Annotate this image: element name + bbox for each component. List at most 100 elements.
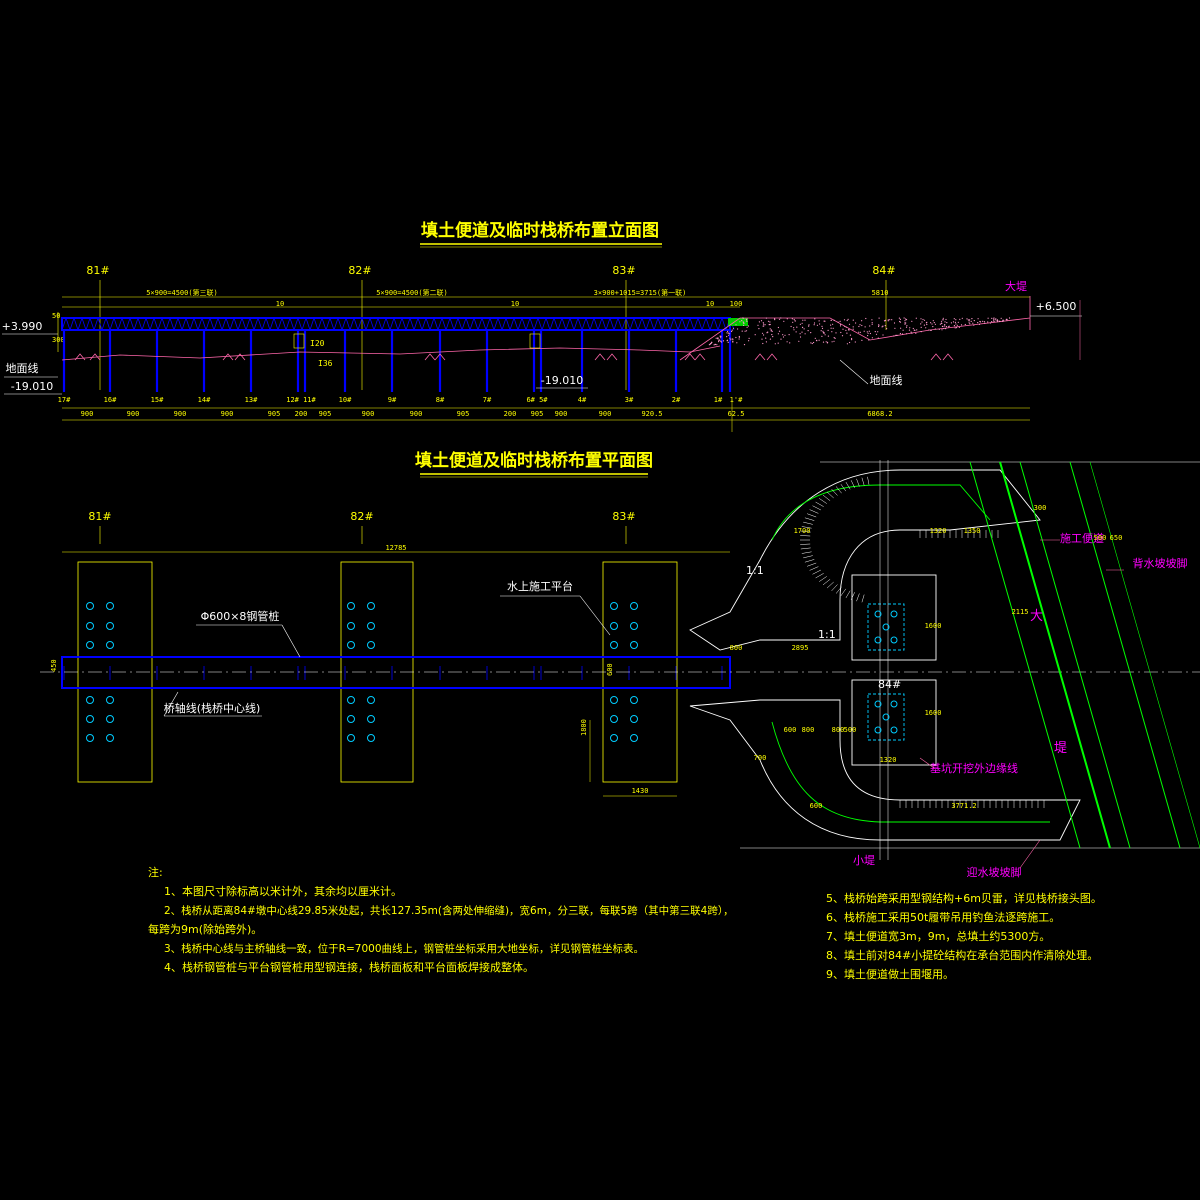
plan-dim: 300 [1034, 504, 1047, 512]
plan-dim: 2895 [792, 644, 809, 652]
span-dim-1: 3×900+1015=3715(第一联) [594, 288, 687, 297]
pile-id: 17# [58, 396, 71, 404]
note-9: 9、填土便道做土围堰用。 [826, 967, 954, 981]
plan-dim: 1320 [880, 756, 897, 764]
span-dim: 920.5 [641, 410, 662, 418]
pile-id: 7# [483, 396, 492, 404]
pile-id: 2# [672, 396, 681, 404]
slope-ratio-1: 1:1 [746, 564, 764, 577]
plan-dim: 1320 [930, 527, 947, 535]
big-dike [969, 461, 1200, 849]
span-dim: 900 [174, 410, 187, 418]
elev-pier-84: 84# [872, 264, 895, 277]
span-dim: 905 [319, 410, 332, 418]
pile-id: 16# [104, 396, 117, 404]
plan-dim: 3771.2 [951, 802, 976, 810]
pier-84-label: 84# [878, 678, 901, 691]
plan-title: 填土便道及临时栈桥布置平面图 [415, 450, 653, 471]
pile-id: 3# [625, 396, 634, 404]
pile-group [62, 330, 732, 392]
pile-id: 4# [578, 396, 587, 404]
slope-ratio-2: 1:1 [818, 628, 836, 641]
plan-dim: 1600 [925, 622, 942, 630]
plan-dim: 650 [1110, 534, 1123, 542]
span-dim: 900 [555, 410, 568, 418]
svg-text:10: 10 [511, 300, 519, 308]
span-dim-fill: 5810 [872, 289, 889, 297]
svg-text:10: 10 [706, 300, 714, 308]
note-1: 1、本图尺寸除标高以米计外，其余均以厘米计。 [164, 884, 402, 898]
note-3: 3、栈桥中心线与主桥轴线一致，位于R=7000曲线上，钢管桩坐标采用大地坐标，详… [164, 942, 644, 955]
svg-text:600: 600 [606, 663, 614, 676]
front-toe-label: 迎水坡坡脚 [967, 865, 1022, 879]
plan-pier-83: 83# [612, 510, 635, 523]
note-2: 2、栈桥从距离84#墩中心线29.85米处起，共长127.35m(含两处伸缩缝)… [164, 904, 734, 917]
note-5: 5、栈桥始跨采用型钢结构+6m贝雷，详见栈桥接头图。 [826, 891, 1102, 905]
svg-text:300: 300 [52, 336, 65, 344]
span-dim-2: 5×900=4500(第二联) [376, 288, 448, 297]
plan-dim: 800 [730, 644, 743, 652]
note-2b: 每跨为9m(除始跨外)。 [148, 922, 262, 936]
axis-label: 桥轴线(栈桥中心线) [164, 701, 261, 715]
plan-dim: 800 [832, 726, 845, 734]
svg-text:1800: 1800 [580, 719, 588, 736]
svg-text:50: 50 [52, 312, 60, 320]
platform-label: 水上施工平台 [507, 579, 573, 593]
elevation-view: 填土便道及临时栈桥布置立面图 81# 82# 83# 84# 5×900=450… [2, 220, 1082, 432]
note-7: 7、填土便道宽3m，9m，总填土约5300方。 [826, 929, 1050, 943]
plan-dim: 2115 [1012, 608, 1029, 616]
svg-text:10: 10 [276, 300, 284, 308]
fill-road-area [689, 460, 1200, 860]
span-dim: 900 [599, 410, 612, 418]
note-6: 6、栈桥施工采用50t履带吊用钓鱼法逐跨施工。 [826, 910, 1060, 924]
plan-dim: 1600 [925, 709, 942, 717]
plan-dim: 1700 [794, 527, 811, 535]
elev-pier-81: 81# [86, 264, 109, 277]
elev-left: +3.990 [2, 320, 43, 333]
pile-id: 10# [339, 396, 352, 404]
plan-total-dim: 12785 [385, 544, 406, 552]
plan-pier-82: 82# [350, 510, 373, 523]
plan-dim: 800 [802, 726, 815, 734]
notes: 注: 1、本图尺寸除标高以米计外，其余均以厘米计。 2、栈桥从距离84#墩中心线… [148, 865, 1102, 981]
plan-dim: 500 [1094, 534, 1107, 542]
span-dim: 900 [81, 410, 94, 418]
svg-text:1430: 1430 [632, 787, 649, 795]
span-dim: 62.5 [728, 410, 745, 418]
pile-id: 15# [151, 396, 164, 404]
elev-mid: -19.010 [541, 374, 583, 387]
svg-text:100: 100 [730, 300, 743, 308]
span-dim: 905 [268, 410, 281, 418]
note-4: 4、栈桥钢管桩与平台钢管桩用型钢连接，栈桥面板和平台面板焊接成整体。 [164, 960, 534, 974]
pile-id: 13# [245, 396, 258, 404]
pit-line-label: 基坑开挖外边缘线 [930, 761, 1018, 775]
span-dim: 200 [504, 410, 517, 418]
small-dike-label: 小堤 [853, 854, 875, 867]
plan-view: 填土便道及临时栈桥布置平面图 81# 82# 83# 12785 450 Φ60… [40, 450, 1200, 879]
span-dim: 900 [221, 410, 234, 418]
ground-line-left: 地面线 [6, 361, 39, 375]
cap-84a [867, 603, 905, 651]
elev-right: +6.500 [1036, 300, 1077, 313]
ground-line-right: 地面线 [870, 373, 903, 387]
elev-pier-83: 83# [612, 264, 635, 277]
elev-bottom: -19.010 [11, 380, 53, 393]
span-dim: 200 [295, 410, 308, 418]
pile-id: 1# [714, 396, 723, 404]
plan-bridge [61, 656, 731, 689]
cap-84b [867, 693, 905, 741]
pile-id: 14# [198, 396, 211, 404]
dike-label: 大堤 [1005, 279, 1027, 293]
plan-dim: 500 [844, 726, 857, 734]
span-dim: 900 [127, 410, 140, 418]
back-toe-label: 背水坡坡脚 [1133, 556, 1188, 570]
plan-dim: 600 [810, 802, 823, 810]
width-dim: 450 [50, 659, 58, 672]
span-dim: 905 [531, 410, 544, 418]
notes-heading: 注: [148, 865, 163, 879]
span-dim: 900 [362, 410, 375, 418]
span-dim: 900 [410, 410, 423, 418]
span-dim: 905 [457, 410, 470, 418]
plan-dim: 700 [754, 754, 767, 762]
